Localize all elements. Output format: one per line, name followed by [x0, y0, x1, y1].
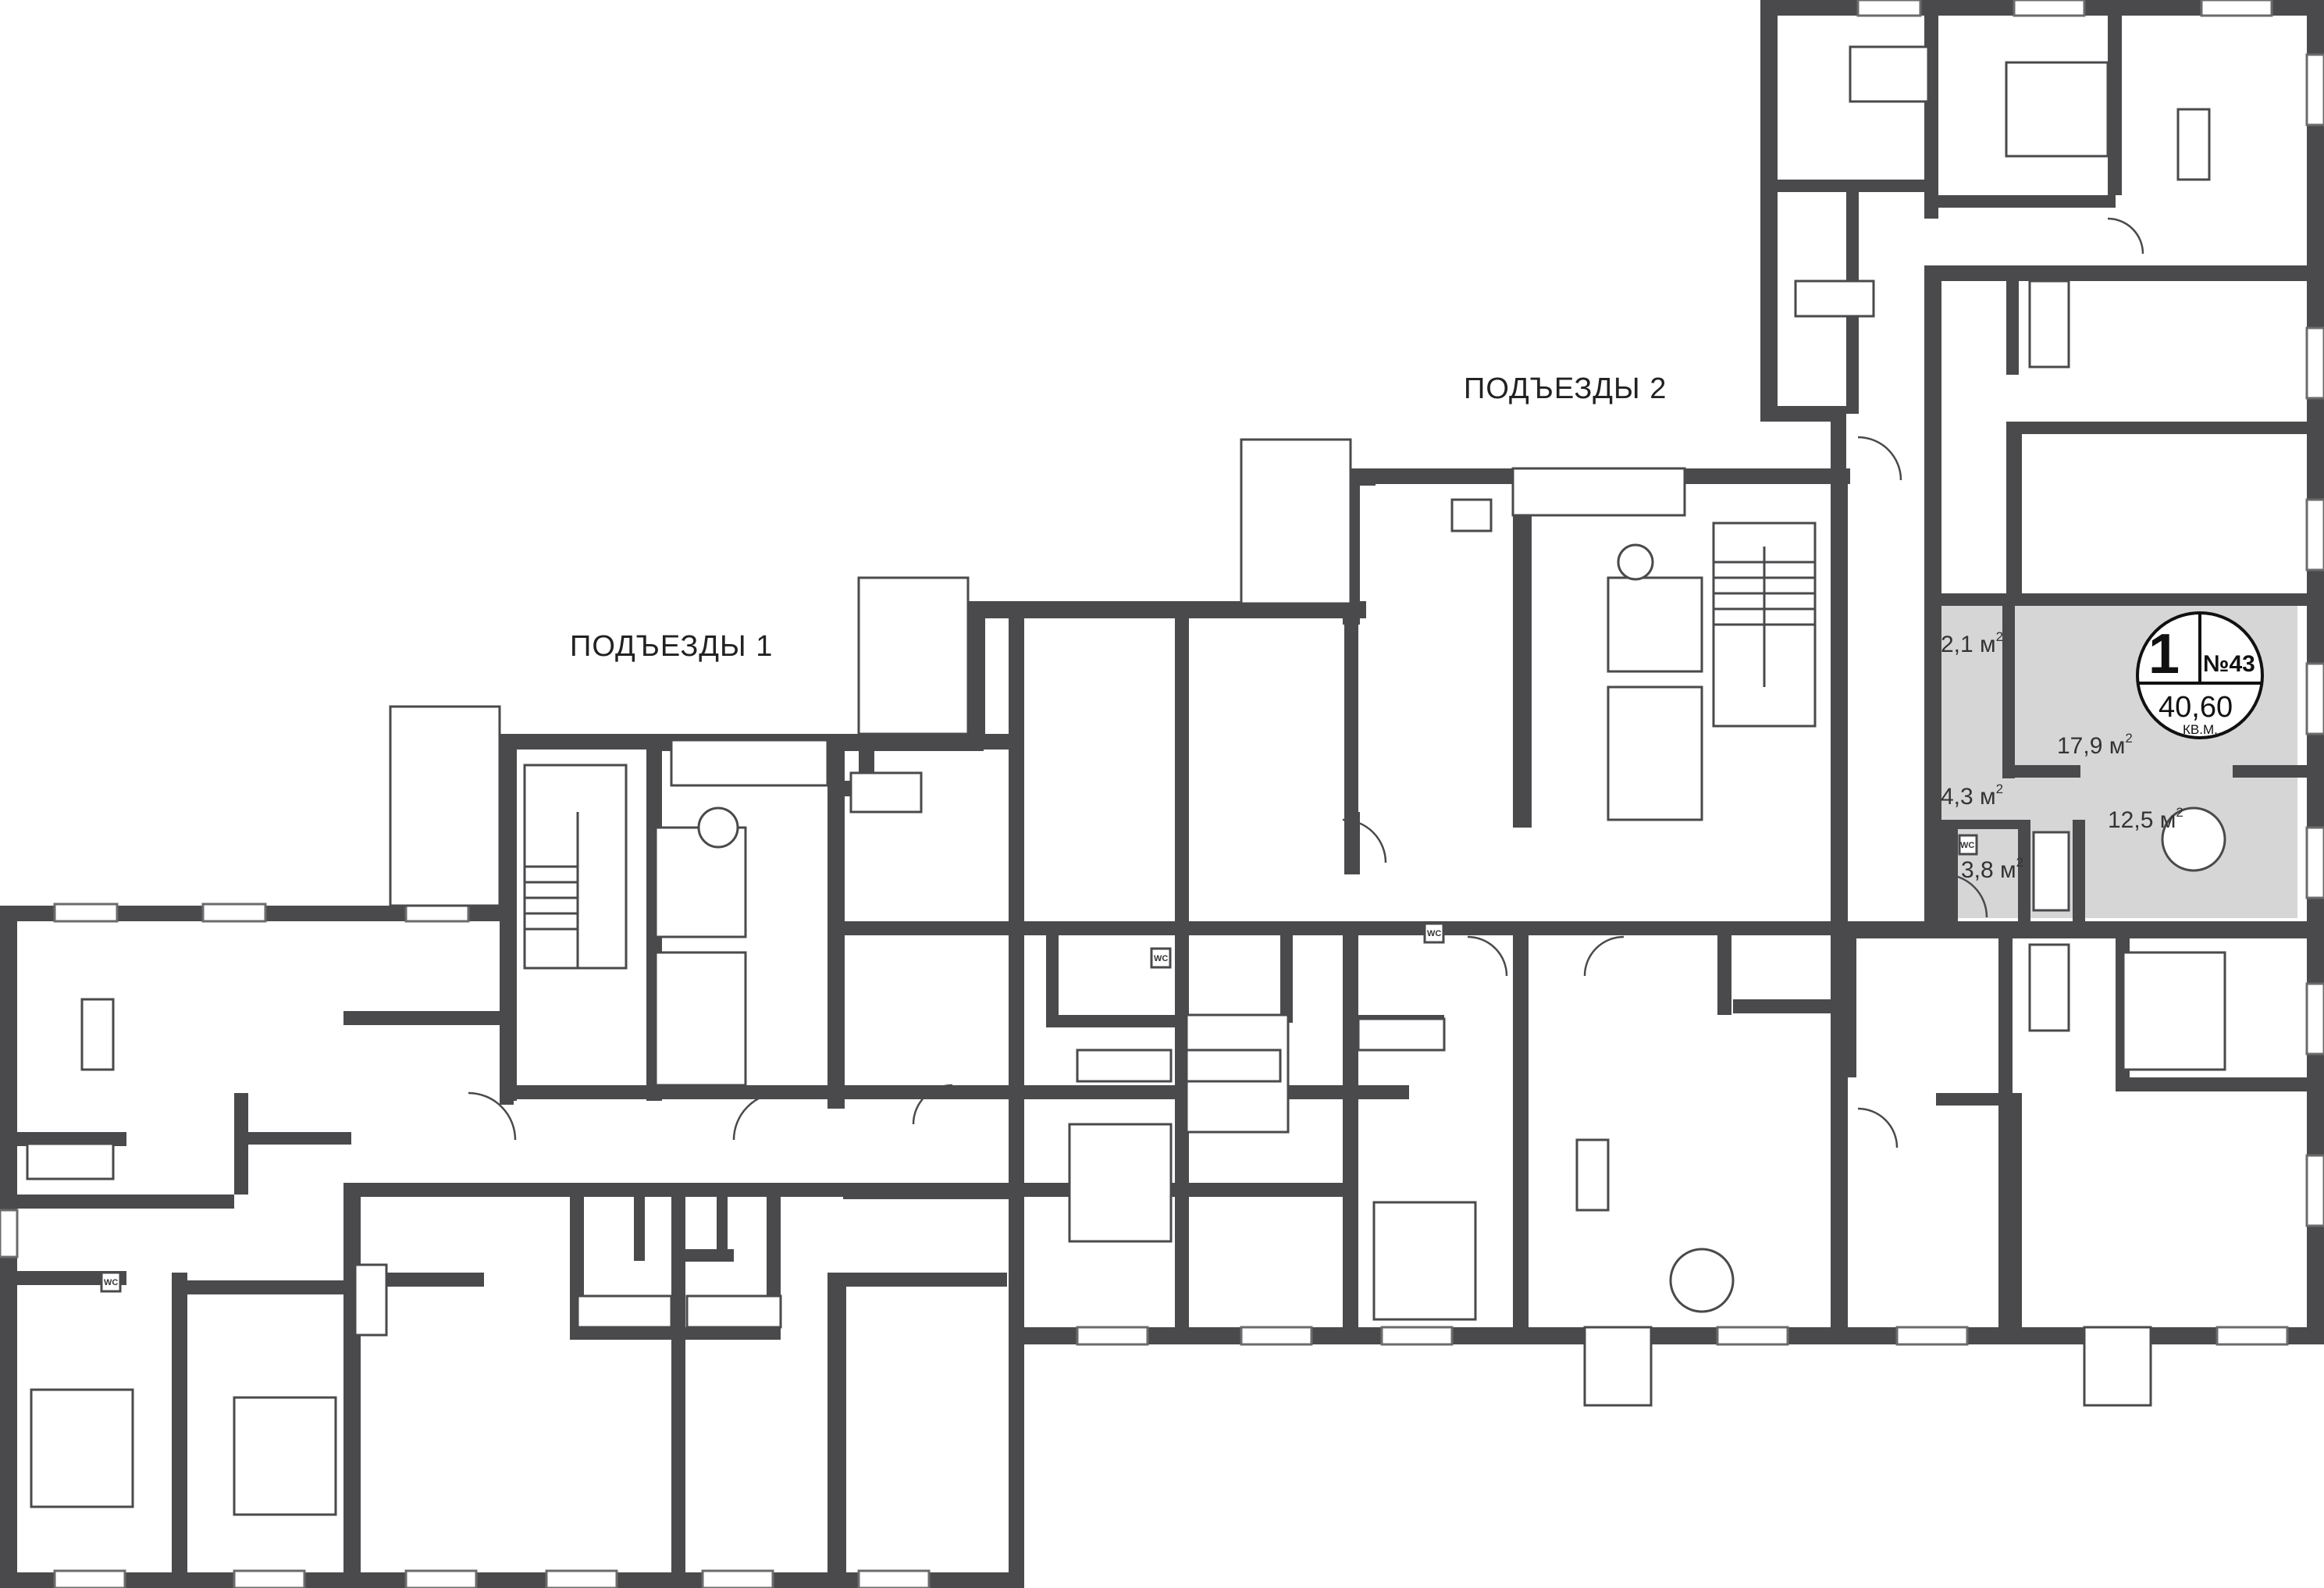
- area-hall: 2,1 м2: [1941, 629, 2003, 657]
- doors: [468, 217, 2144, 1148]
- entrance-1-label: ПОДЪЕЗДЫ 1: [570, 630, 773, 663]
- staircase-1: [523, 764, 628, 970]
- wc-label: WC: [1427, 929, 1441, 938]
- apartment-badge[interactable]: 1 №43 40,60 КВ.М.: [2136, 611, 2264, 739]
- apartment-number: №43: [2203, 651, 2255, 677]
- area-unit: КВ.М.: [2183, 722, 2218, 737]
- elevator-shafts: [654, 576, 1703, 1087]
- area-kitchen: 12,5 м2: [2108, 805, 2183, 833]
- area-room: 17,9 м2: [2057, 731, 2133, 759]
- area-corridor: 4,3 м2: [1941, 782, 2003, 810]
- room-count: 1: [2148, 623, 2180, 685]
- wc-label: WC: [104, 1278, 118, 1287]
- apartment-total-area: 40,60: [2159, 691, 2233, 724]
- balconies: [389, 438, 2152, 1407]
- entrance-2-label: ПОДЪЕЗДЫ 2: [1464, 372, 1667, 405]
- wc-label: WC: [1960, 841, 1974, 850]
- area-bathroom: 3,8 м2: [1961, 855, 2023, 883]
- room-areas: 2,1 м2 17,9 м2 4,3 м2 12,5 м2 3,8 м2: [1941, 629, 2183, 883]
- furniture: [26, 45, 2226, 1516]
- wc-label: WC: [1154, 954, 1168, 963]
- staircase-2: [1712, 522, 1817, 728]
- wc-markers: WC WC WC WC: [100, 834, 1978, 1293]
